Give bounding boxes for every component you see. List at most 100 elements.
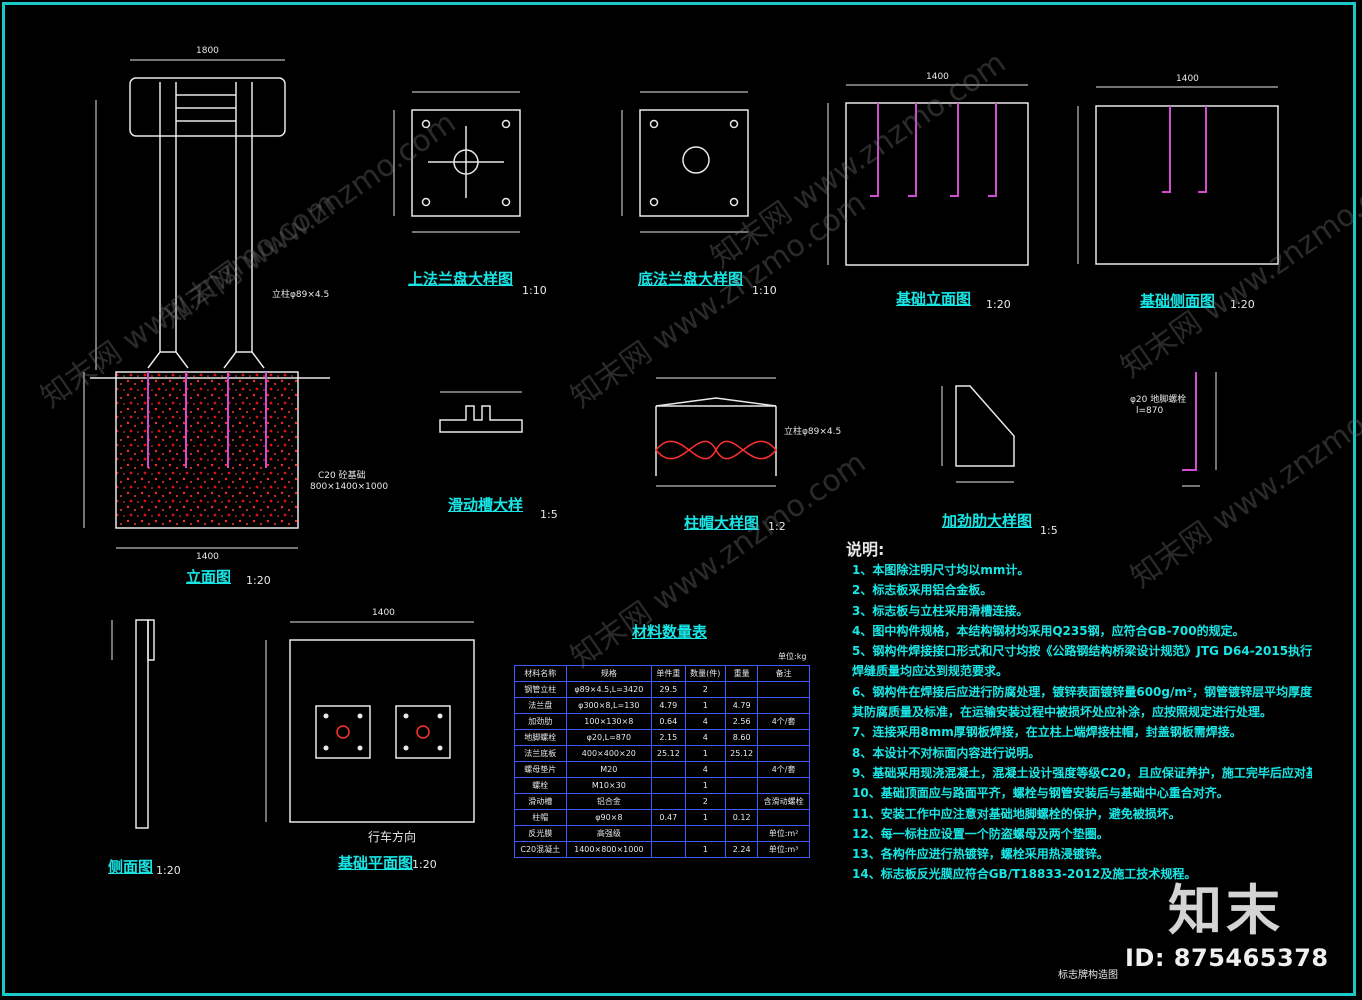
- table-cell: 4个/套: [757, 761, 810, 778]
- table-cell: 螺栓: [514, 777, 567, 794]
- table-cell: M20: [565, 761, 653, 778]
- table-cell: 反光膜: [514, 825, 567, 842]
- table-cell: 1: [684, 809, 727, 826]
- stiffener-view: [941, 385, 1015, 483]
- table-cell: 单位:m²: [757, 825, 810, 842]
- table-cell: 加劲肋: [514, 713, 567, 730]
- elevation-view: [83, 59, 330, 549]
- scale-side-view: 1:20: [156, 864, 181, 877]
- list-item: 12、每一标柱应设置一个防盗螺母及两个垫圈。: [852, 826, 1109, 841]
- scale-foundation-elevation: 1:20: [986, 298, 1011, 311]
- list-item: 5、钢构件焊接接口形式和尺寸均按《公路钢结构桥梁设计规范》JTG D64-201…: [852, 644, 1312, 659]
- label-slide-groove: 滑动槽大样: [448, 496, 524, 514]
- table-cell: 1: [684, 777, 727, 794]
- table-cell: φ300×8,L=130: [565, 697, 653, 714]
- materials-header-cell: 重量: [725, 665, 759, 682]
- list-item: 13、各构件应进行热镀锌，螺栓采用热浸镀锌。: [852, 847, 1109, 862]
- table-cell: 4: [684, 713, 727, 730]
- table-cell: [725, 825, 759, 842]
- scale-top-flange: 1:10: [522, 284, 547, 297]
- anchor-bolt-view: [1182, 372, 1217, 487]
- materials-title: 材料数量表: [632, 623, 708, 641]
- table-cell: 29.5: [651, 681, 686, 698]
- table-cell: [651, 777, 686, 794]
- materials-header-cell: 数量(件): [684, 665, 727, 682]
- table-cell: 柱帽: [514, 809, 567, 826]
- table-cell: φ89×4.5,L=3420: [565, 681, 653, 698]
- table-cell: 4: [684, 761, 727, 778]
- materials-unit-note: 单位:kg: [778, 652, 807, 661]
- table-cell: 1: [684, 697, 727, 714]
- dim-1400-elevation: 1400: [196, 552, 219, 562]
- table-cell: [757, 745, 810, 762]
- table-cell: [725, 761, 759, 778]
- dim-1400-side: 1400: [1176, 74, 1199, 84]
- side-view: [111, 619, 155, 829]
- image-id: ID: 875465378: [1125, 944, 1329, 972]
- scale-post-cap: 1:2: [768, 520, 786, 533]
- table-cell: 2: [684, 681, 727, 698]
- table-cell: [725, 681, 759, 698]
- dim-1800: 1800: [196, 46, 219, 56]
- anchor-len-note: l=870: [1136, 406, 1164, 416]
- scale-elevation: 1:20: [246, 574, 271, 587]
- scale-bottom-flange: 1:10: [752, 284, 777, 297]
- list-item: 10、基础顶面应与路面平齐，螺栓与钢管安装后与基础中心重合对齐。: [852, 786, 1229, 801]
- label-bottom-flange: 底法兰盘大样图: [638, 270, 744, 288]
- table-cell: 1400×800×1000: [565, 841, 653, 858]
- table-cell: [757, 681, 810, 698]
- materials-header-cell: 备注: [757, 665, 810, 682]
- table-cell: 螺母垫片: [514, 761, 567, 778]
- materials-header-row: 材料名称规格单件重数量(件)重量备注: [514, 665, 810, 682]
- table-cell: C20混凝土: [514, 841, 567, 858]
- table-cell: 0.12: [725, 809, 759, 826]
- scale-stiffener: 1:5: [1040, 524, 1058, 537]
- post-cap-view: [655, 377, 777, 487]
- table-cell: 含滑动螺栓: [757, 793, 810, 810]
- table-cell: [757, 697, 810, 714]
- table-cell: 1: [684, 841, 727, 858]
- post-spec-cap: 立柱φ89×4.5: [784, 427, 842, 437]
- list-item: 其防腐质量及标准，在运输安装过程中被损坏处应补涂，应按照规定进行处理。: [852, 705, 1273, 720]
- foundation-elevation-view: [827, 84, 1029, 266]
- table-cell: 25.12: [651, 745, 686, 762]
- list-item: 11、安装工作中应注意对基础地脚螺栓的保护，避免被损坏。: [852, 806, 1181, 821]
- notes-list: 1、本图除注明尺寸均以mm计。2、标志板采用铝合金板。3、标志板与立柱采用滑槽连…: [852, 560, 1312, 885]
- list-item: 9、基础采用现浇混凝土，混凝土设计强度等级C20，且应保证养护，施工完毕后应对基…: [852, 765, 1312, 780]
- dim-1400-foundation: 1400: [926, 72, 949, 82]
- list-item: 2、标志板采用铝合金板。: [852, 583, 993, 598]
- notes-title: 说明:: [846, 540, 885, 559]
- label-elevation: 立面图: [186, 568, 232, 586]
- table-cell: 4.79: [725, 697, 759, 714]
- anchor-note: φ20 地脚螺栓: [1130, 395, 1187, 405]
- label-side-view: 侧面图: [108, 858, 154, 876]
- table-cell: [725, 777, 759, 794]
- table-cell: [651, 761, 686, 778]
- table-cell: 0.64: [651, 713, 686, 730]
- list-item: 6、钢构件在焊接后应进行防腐处理，镀锌表面镀锌量600g/m²，钢管镀锌层平均厚…: [852, 684, 1312, 699]
- materials-header-cell: 材料名称: [514, 665, 567, 682]
- table-cell: M10×30: [565, 777, 653, 794]
- table-cell: [757, 777, 810, 794]
- label-stiffener: 加劲肋大样图: [942, 512, 1033, 530]
- table-cell: 1: [684, 745, 727, 762]
- scale-foundation-plan: 1:20: [412, 858, 437, 871]
- table-cell: 4: [684, 729, 727, 746]
- label-foundation-plan: 基础平面图: [338, 854, 414, 872]
- materials-header-cell: 单件重: [651, 665, 686, 682]
- label-post-cap: 柱帽大样图: [684, 514, 760, 532]
- list-item: 焊缝质量均应达到规范要求。: [852, 664, 1009, 679]
- foundation-side-view: [1077, 86, 1279, 265]
- sign-board: [129, 77, 286, 137]
- top-flange-view: [393, 91, 521, 233]
- table-cell: 单位:m³: [757, 841, 810, 858]
- table-cell: 0.47: [651, 809, 686, 826]
